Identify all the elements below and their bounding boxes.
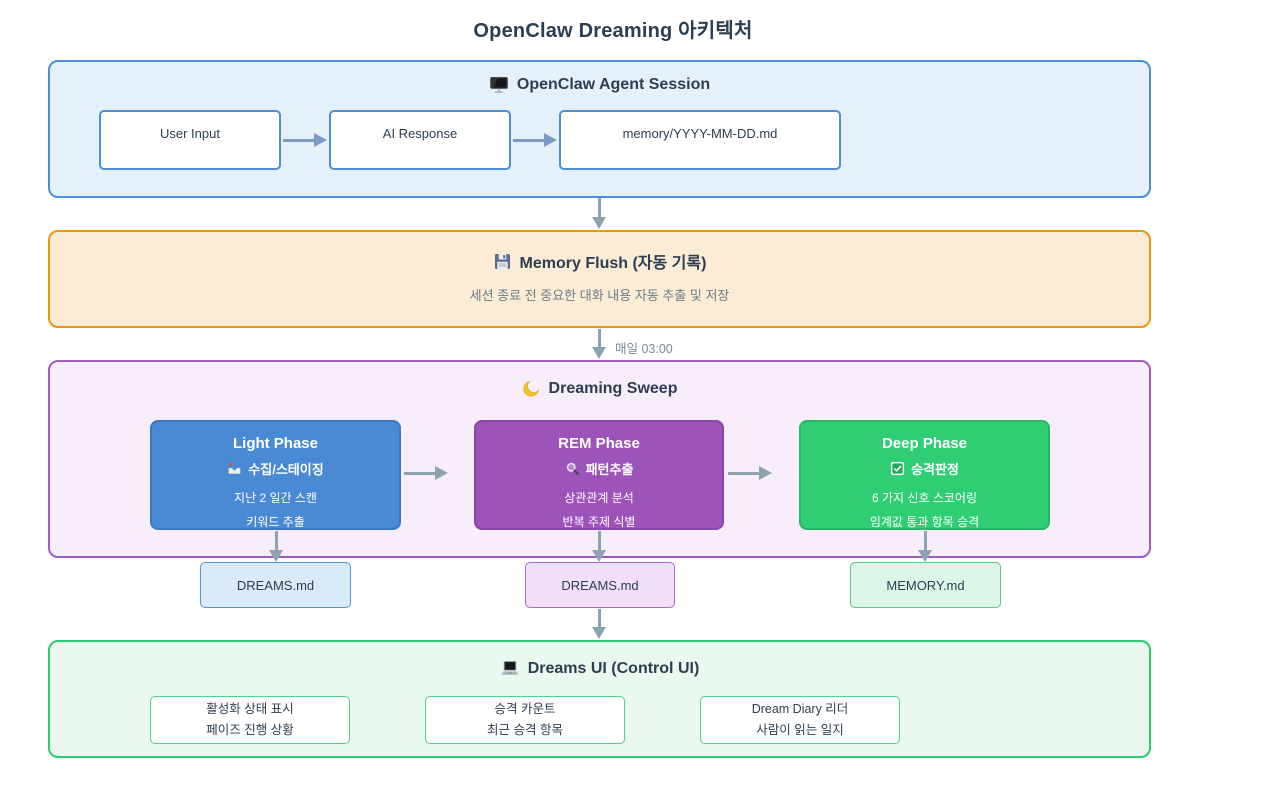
agent-session-title: OpenClaw Agent Session (516, 76, 711, 93)
phase-line: 키워드 추출 (246, 515, 305, 529)
phase-title: REM Phase (558, 435, 640, 452)
flow-arrow-right (404, 466, 448, 480)
output-dreams-md-patterns: DREAMS.md (525, 562, 675, 608)
phase-line: 반복 주제 식별 (562, 515, 636, 529)
deep-phase-box: Deep Phase 승격판정 6 가지 신호 스코어링 임계값 통과 항목 승… (799, 420, 1050, 530)
panel-line: 최근 승격 항목 (487, 723, 563, 737)
flow-arrow-down (592, 198, 606, 229)
phase-line: 지난 2 일간 스캔 (234, 491, 317, 505)
phase-line: 상관관계 분석 (564, 491, 634, 505)
phase-line: 임계값 통과 항목 승격 (869, 515, 980, 529)
agent-session-header: OpenClaw Agent Session (50, 75, 1149, 95)
flow-arrow-right (283, 133, 327, 147)
flow-arrow-down (269, 531, 283, 562)
memory-flush-subtitle: 세션 종료 전 중요한 대화 내용 자동 추출 및 저장 (469, 288, 730, 303)
panel-line: 승격 카운트 (494, 702, 556, 717)
panel-line: 활성화 상태 표시 (206, 702, 294, 717)
phase-title: Light Phase (232, 435, 318, 452)
flow-arrow-down (592, 531, 606, 562)
flow-arrow-down (918, 531, 932, 562)
phase-subtitle: 패턴추출 (585, 462, 634, 477)
phase-title: Deep Phase (881, 435, 968, 452)
inbox-icon (227, 461, 242, 476)
rem-phase-box: REM Phase 패턴추출 상관관계 분석 반복 주제 식별 (474, 420, 724, 530)
phase-subtitle: 수집/스테이징 (248, 462, 324, 477)
dreams-ui-header: Dreams UI (Control UI) (50, 659, 1149, 679)
flow-arrow-right (728, 466, 772, 480)
memory-flush-header: Memory Flush (자동 기록) (50, 249, 1149, 273)
check-icon (890, 461, 905, 476)
laptop-icon (500, 659, 520, 679)
moon-icon (522, 379, 541, 398)
panel-line: 페이즈 진행 상황 (206, 723, 294, 737)
magnifier-icon (565, 461, 580, 476)
light-phase-box: Light Phase 수집/스테이징 지난 2 일간 스캔 키워드 추출 (150, 420, 401, 530)
panel-line: 사람이 읽는 일지 (756, 723, 844, 737)
flow-arrow-down (592, 329, 606, 359)
schedule-label: 매일 03:00 (615, 342, 673, 356)
dreams-ui-title: Dreams UI (Control UI) (527, 660, 700, 677)
ui-panel-status: 활성화 상태 표시 페이즈 진행 상황 (150, 696, 350, 744)
dreaming-sweep-title: Dreaming Sweep (548, 379, 678, 397)
node-user-input: User Input (99, 110, 281, 170)
output-memory-md: MEMORY.md (850, 562, 1001, 608)
flow-arrow-right (513, 133, 557, 147)
output-dreams-md-staging: DREAMS.md (200, 562, 351, 608)
flow-arrow-down (592, 609, 606, 639)
memory-flush-title: Memory Flush (자동 기록) (519, 255, 707, 272)
dreaming-sweep-header: Dreaming Sweep (50, 379, 1149, 398)
memory-flush-container: Memory Flush (자동 기록) 세션 종료 전 중요한 대화 내용 자… (48, 230, 1151, 328)
ui-panel-promotions: 승격 카운트 최근 승격 항목 (425, 696, 625, 744)
desktop-icon (489, 75, 509, 95)
ui-panel-diary: Dream Diary 리더 사람이 읽는 일지 (700, 696, 900, 744)
page-title: OpenClaw Dreaming 아키텍처 (473, 20, 753, 42)
node-memory-file: memory/YYYY-MM-DD.md (559, 110, 841, 170)
node-ai-response: AI Response (329, 110, 511, 170)
phase-line: 6 가지 신호 스코어링 (872, 491, 977, 505)
phase-subtitle: 승격판정 (911, 462, 959, 477)
floppy-disk-icon (493, 252, 512, 271)
panel-line: Dream Diary 리더 (751, 702, 849, 717)
